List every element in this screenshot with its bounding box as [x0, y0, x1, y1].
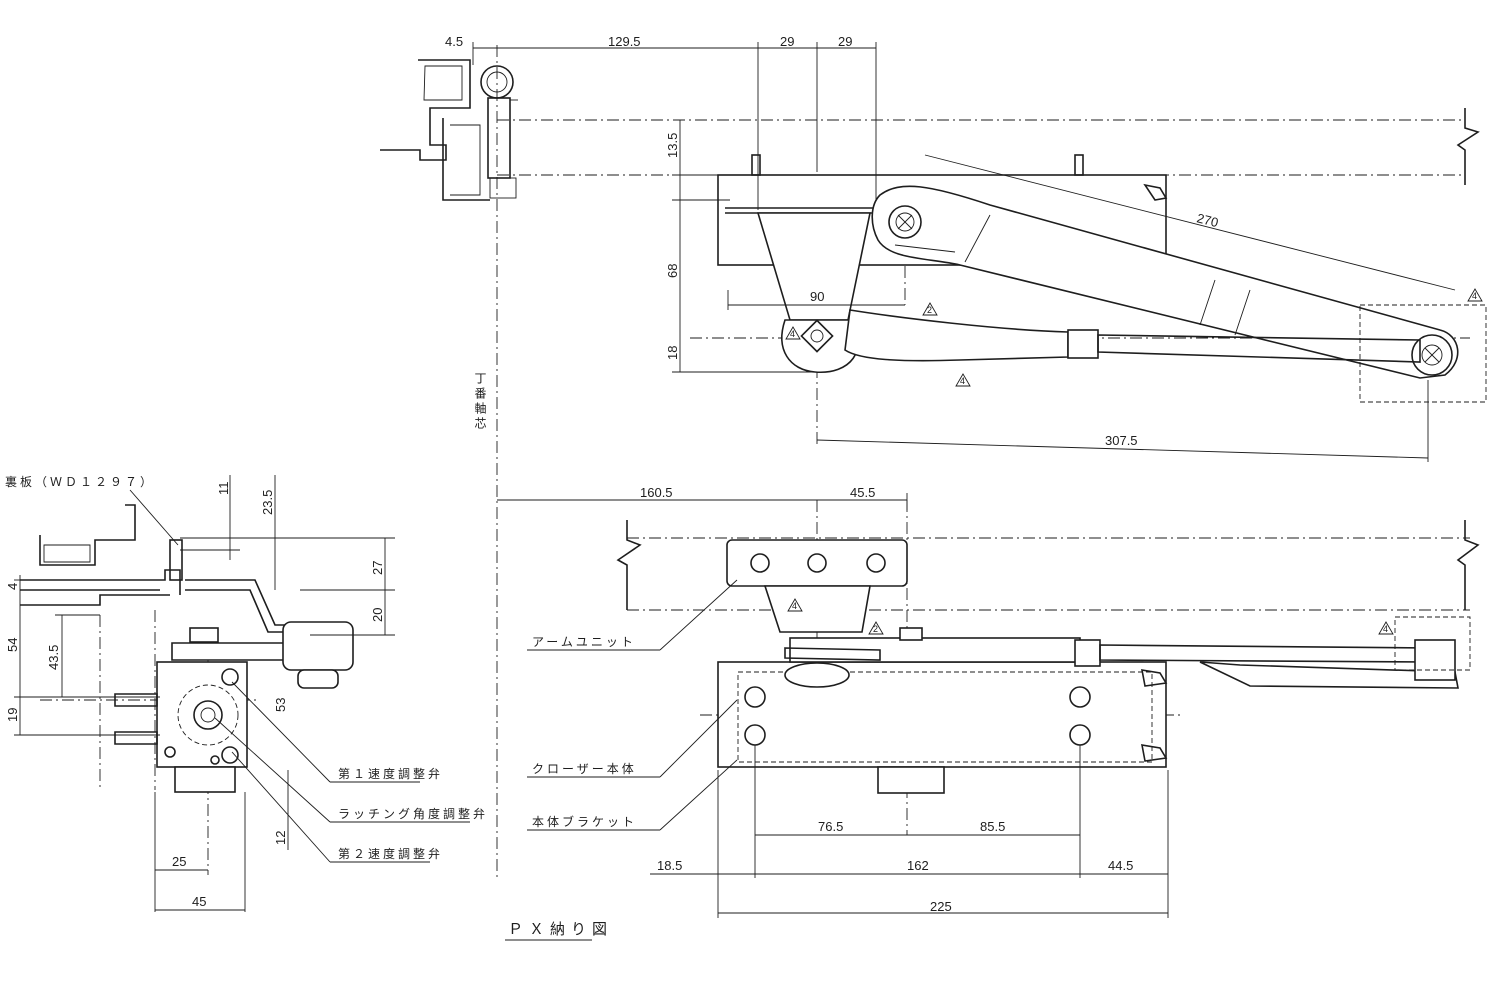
dim-160-5: 160.5: [640, 485, 673, 500]
dim-225: 225: [930, 899, 952, 914]
drawing-title-block: ＰＸ納り図: [505, 920, 613, 941]
front-view-dimensions: 160.5 45.5 76.5 85.5 18.5 162 44.5 225: [497, 485, 1169, 918]
svg-text:4: 4: [1472, 291, 1477, 301]
dim-18-5: 18.5: [657, 858, 682, 873]
revision-triangle: 4: [1378, 621, 1394, 635]
hinge-axis-label: 丁番軸芯: [473, 372, 487, 432]
dim-25: 25: [172, 854, 186, 869]
revision-triangle: 4: [787, 598, 803, 612]
dim-53: 53: [273, 698, 288, 712]
revision-triangle: 4: [955, 373, 971, 387]
svg-text:4: 4: [1383, 624, 1388, 634]
closer-front-view: [616, 520, 1480, 794]
frame-section: [380, 59, 518, 201]
dim-45-5: 45.5: [850, 485, 875, 500]
dim-19: 19: [5, 708, 20, 722]
dim-12: 12: [273, 831, 288, 845]
side-view-labels: 裏板（ＷＤ１２９７） 第１速度調整弁 ラッチング角度調整弁 第２速度調整弁: [5, 474, 488, 863]
label-arm-unit: アームユニット: [532, 635, 636, 649]
pinion-square: [800, 319, 834, 353]
dim-54: 54: [5, 638, 20, 652]
dim-162: 162: [907, 858, 929, 873]
dim-44-5: 44.5: [1108, 858, 1133, 873]
label-latching-valve: ラッチング角度調整弁: [338, 806, 488, 821]
revision-triangle: 4: [785, 326, 801, 340]
dim-43-5: 43.5: [46, 645, 61, 670]
dim-76-5: 76.5: [818, 819, 843, 834]
dim-20: 20: [370, 608, 385, 622]
svg-text:2: 2: [873, 624, 878, 634]
dim-29-a: 29: [780, 34, 794, 49]
revision-triangle: 2: [868, 621, 884, 635]
dim-85-5: 85.5: [980, 819, 1005, 834]
revision-marks: 4 2 4 4 4 2 4: [785, 288, 1483, 635]
svg-text:4: 4: [960, 376, 965, 386]
label-speed-valve-2: 第２速度調整弁: [338, 846, 443, 861]
closer-side-view: [20, 504, 354, 793]
label-body-bracket: 本体ブラケット: [532, 814, 637, 829]
dim-23-5: 23.5: [260, 490, 275, 515]
dim-4: 4: [5, 583, 20, 590]
dim-29-b: 29: [838, 34, 852, 49]
dim-90: 90: [810, 289, 824, 304]
svg-text:2: 2: [927, 305, 932, 315]
svg-text:4: 4: [792, 601, 797, 611]
dim-11: 11: [216, 482, 231, 496]
label-back-plate: 裏板（ＷＤ１２９７）: [5, 474, 155, 489]
top-view-dimensions: 4.5 129.5 29 29 13.5 68 18 90 270 307.5: [445, 34, 1456, 462]
arm-pivot-upper: [888, 205, 922, 239]
side-view-dimensions: 11 23.5 27 20 4 54 43.5 19 53 12 25 45: [5, 475, 395, 912]
dim-18: 18: [665, 346, 680, 360]
label-speed-valve-1: 第１速度調整弁: [338, 766, 443, 781]
closer-top-view: [717, 108, 1487, 403]
dim-129-5: 129.5: [608, 34, 641, 49]
arm-unit-block: [726, 539, 908, 633]
dim-270: 270: [1195, 210, 1220, 230]
revision-triangle: 2: [922, 302, 938, 316]
arm-pivot-lower: [1411, 334, 1453, 376]
revision-triangle: 4: [1467, 288, 1483, 302]
dim-45: 45: [192, 894, 206, 909]
dim-307-5: 307.5: [1105, 433, 1138, 448]
svg-text:4: 4: [790, 329, 795, 339]
hinge-axis-text: 丁番軸芯: [473, 372, 487, 432]
front-view-labels: アームユニット クローザー本体 本体ブラケット: [527, 579, 738, 831]
drawing-title: ＰＸ納り図: [508, 920, 613, 938]
dim-4-5: 4.5: [445, 34, 463, 49]
dim-68: 68: [665, 264, 680, 278]
dim-27: 27: [370, 561, 385, 575]
dim-13-5: 13.5: [665, 133, 680, 158]
label-closer-body: クローザー本体: [532, 762, 637, 776]
